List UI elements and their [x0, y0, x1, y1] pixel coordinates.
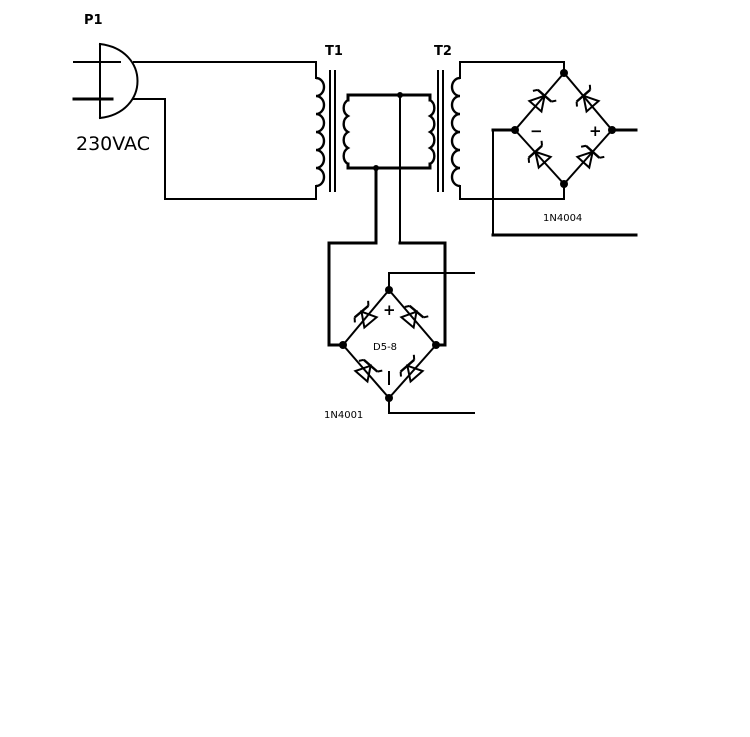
bridge-bottom-output-positive [388, 272, 475, 291]
t1-secondary-coil [342, 98, 351, 166]
bridge-top-minus: − [530, 122, 543, 140]
plug-body [98, 42, 139, 120]
transformer-t2: T2 [427, 44, 461, 192]
bridge-rectifier-bottom: + D5-8 1N4001 [324, 241, 475, 421]
t2-secondary-coil [450, 76, 461, 188]
plug-p1: P1 230VAC [72, 13, 150, 155]
bridge-bottom-name-label: D5-8 [373, 342, 397, 353]
bridge-top-plus: + [589, 122, 602, 140]
center-tap-junction [397, 92, 403, 98]
t1-primary-coil [315, 76, 326, 188]
bridge-bottom-plus: + [383, 301, 396, 319]
bridge-bottom-output-negative [388, 397, 475, 414]
t2-primary-coil [427, 98, 436, 166]
transformer-t1: T1 [315, 44, 351, 192]
bridge-bottom-part-label: 1N4001 [324, 410, 363, 421]
t1-label: T1 [325, 44, 343, 59]
mains-wiring [133, 61, 317, 200]
diode-d7 [351, 353, 384, 386]
bridge-top-part-label: 1N4004 [543, 213, 582, 224]
plug-label: P1 [84, 13, 103, 28]
bridge-rectifier-top: − + 1N4004 [459, 61, 638, 237]
transformer-link [346, 92, 432, 245]
mains-voltage-label: 230VAC [76, 133, 150, 155]
diode-d8 [394, 353, 427, 386]
t2-label: T2 [434, 44, 452, 59]
